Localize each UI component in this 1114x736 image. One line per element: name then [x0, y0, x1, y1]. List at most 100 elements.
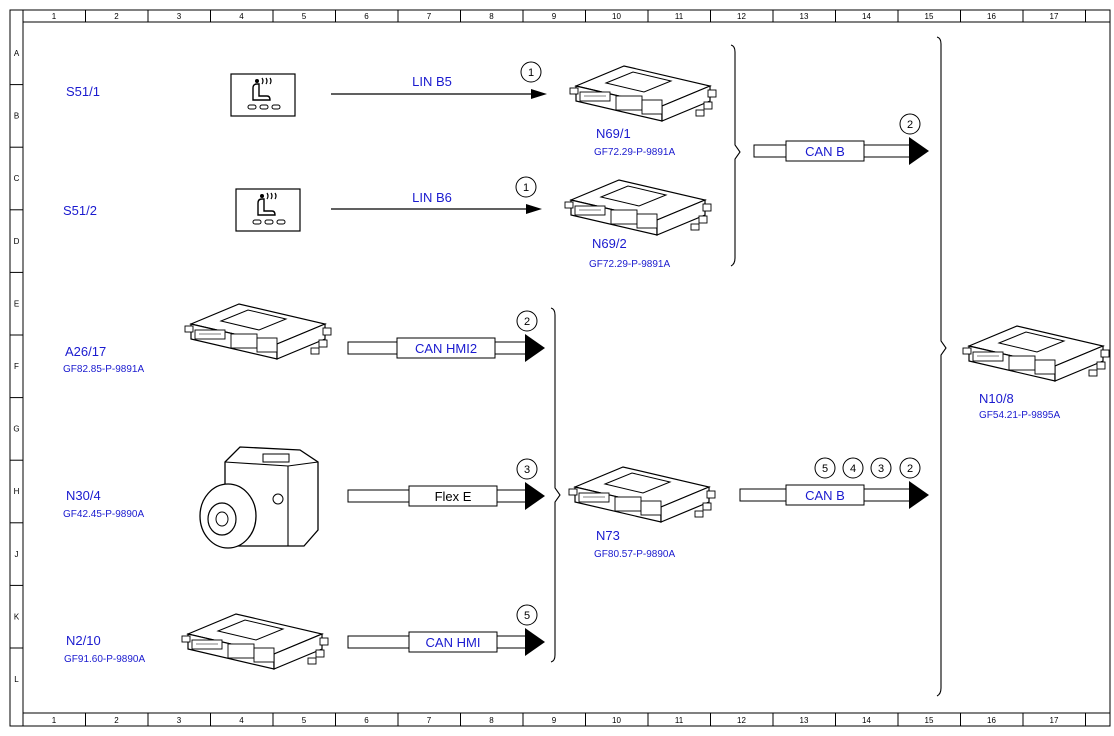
column-number: 8 — [489, 716, 494, 725]
control-unit-icon — [962, 325, 1110, 382]
component-ref-n2-10: GF91.60-P-9890A — [64, 654, 145, 665]
control-unit-icon — [184, 303, 332, 360]
row-letter: F — [14, 362, 19, 371]
column-number: 7 — [427, 12, 432, 21]
row-letter: K — [14, 612, 20, 621]
component-label-n73: N73 — [596, 528, 620, 543]
column-number: 17 — [1050, 12, 1059, 21]
component-label-a26-17: A26/17 — [65, 344, 106, 359]
component-label-s51-2: S51/2 — [63, 203, 97, 218]
drawing-frame — [9, 9, 1111, 727]
row-letter: J — [15, 550, 19, 559]
component-label-s51-1: S51/1 — [66, 84, 100, 99]
control-unit-n69-1: N69/1 GF72.29-P-9891A — [569, 65, 717, 158]
connection-can-hmi2: CAN HMI2 2 — [347, 310, 545, 362]
column-number: 3 — [177, 716, 182, 725]
column-number: 10 — [612, 716, 621, 725]
column-number: 15 — [925, 716, 934, 725]
reference-marker: 1 — [528, 67, 534, 79]
connection-label-can-b-lower: CAN B — [805, 488, 845, 503]
control-unit-icon — [568, 466, 716, 523]
column-number: 5 — [302, 716, 307, 725]
reference-marker: 5 — [822, 463, 828, 475]
bracket-n10-8-inputs — [936, 36, 947, 697]
column-number: 17 — [1050, 716, 1059, 725]
connection-can-b-lower: CAN B 5 4 3 2 — [739, 457, 929, 509]
seat-heater-switch-s51-2: S51/2 — [63, 188, 301, 232]
row-letter: A — [14, 49, 20, 58]
connection-can-hmi: CAN HMI 5 — [347, 604, 545, 656]
column-number: 2 — [114, 716, 119, 725]
column-number: 11 — [675, 716, 684, 725]
connection-lin-b5: LIN B5 1 — [331, 61, 547, 99]
esp-hydraulic-unit-icon — [199, 446, 319, 549]
column-number: 14 — [862, 12, 871, 21]
component-ref-n69-1: GF72.29-P-9891A — [594, 147, 675, 158]
column-number: 12 — [737, 12, 746, 21]
row-letter: D — [14, 237, 20, 246]
component-label-n69-2: N69/2 — [592, 236, 627, 251]
column-number: 9 — [552, 716, 557, 725]
esp-unit-n30-4: N30/4 GF42.45-P-9890A — [63, 446, 319, 549]
column-ruler: 1122334455667788991010111112121313141415… — [22, 10, 1086, 726]
column-number: 4 — [239, 12, 244, 21]
reference-marker: 2 — [907, 463, 913, 475]
column-number: 15 — [925, 12, 934, 21]
component-ref-n30-4: GF42.45-P-9890A — [63, 509, 144, 520]
bracket-lin-group — [730, 44, 741, 267]
component-ref-n73: GF80.57-P-9890A — [594, 549, 675, 560]
column-number: 12 — [737, 716, 746, 725]
seat-heater-switch-s51-1: S51/1 — [66, 73, 296, 117]
control-unit-n2-10: N2/10 GF91.60-P-9890A — [64, 613, 329, 670]
row-letter: L — [14, 675, 19, 684]
column-number: 1 — [52, 716, 57, 725]
connection-can-b-upper: CAN B 2 — [753, 113, 929, 165]
component-label-n69-1: N69/1 — [596, 126, 631, 141]
component-ref-a26-17: GF82.85-P-9891A — [63, 364, 144, 375]
column-number: 9 — [552, 12, 557, 21]
connection-lin-b6: LIN B6 1 — [331, 176, 542, 214]
column-number: 6 — [364, 716, 369, 725]
column-number: 16 — [987, 716, 996, 725]
component-label-n30-4: N30/4 — [66, 488, 101, 503]
row-letter: E — [14, 299, 19, 308]
control-unit-a26-17: A26/17 GF82.85-P-9891A — [63, 303, 332, 375]
connection-flex-e: Flex E 3 — [347, 458, 545, 510]
reference-marker: 3 — [524, 464, 530, 476]
connection-label-can-b-upper: CAN B — [805, 144, 845, 159]
reference-marker: 2 — [524, 316, 530, 328]
component-ref-n69-2: GF72.29-P-9891A — [589, 259, 670, 270]
bracket-n73-inputs — [550, 307, 561, 663]
control-unit-icon — [569, 65, 717, 122]
connection-label-can-hmi: CAN HMI — [426, 635, 481, 650]
component-label-n2-10: N2/10 — [66, 633, 101, 648]
connection-label-flex-e: Flex E — [435, 489, 472, 504]
row-letter: G — [13, 425, 19, 434]
row-letter: H — [14, 487, 20, 496]
connection-label-can-hmi2: CAN HMI2 — [415, 341, 477, 356]
column-number: 13 — [800, 12, 809, 21]
reference-marker: 1 — [523, 182, 529, 194]
seat-heater-switch-icon — [235, 188, 301, 232]
column-number: 3 — [177, 12, 182, 21]
column-number: 10 — [612, 12, 621, 21]
connection-label-lin-b6: LIN B6 — [412, 190, 452, 205]
reference-marker: 3 — [878, 463, 884, 475]
reference-marker: 4 — [850, 463, 856, 475]
column-number: 11 — [675, 12, 684, 21]
column-number: 16 — [987, 12, 996, 21]
row-letter: B — [14, 112, 19, 121]
column-number: 2 — [114, 12, 119, 21]
column-number: 14 — [862, 716, 871, 725]
component-label-n10-8: N10/8 — [979, 391, 1014, 406]
control-unit-n73: N73 GF80.57-P-9890A — [568, 466, 716, 560]
control-unit-icon — [181, 613, 329, 670]
row-letter: C — [14, 174, 20, 183]
column-number: 7 — [427, 716, 432, 725]
column-number: 8 — [489, 12, 494, 21]
component-ref-n10-8: GF54.21-P-9895A — [979, 410, 1060, 421]
column-number: 13 — [800, 716, 809, 725]
control-unit-icon — [564, 179, 712, 236]
control-unit-n69-2: N69/2 GF72.29-P-9891A — [564, 179, 712, 270]
